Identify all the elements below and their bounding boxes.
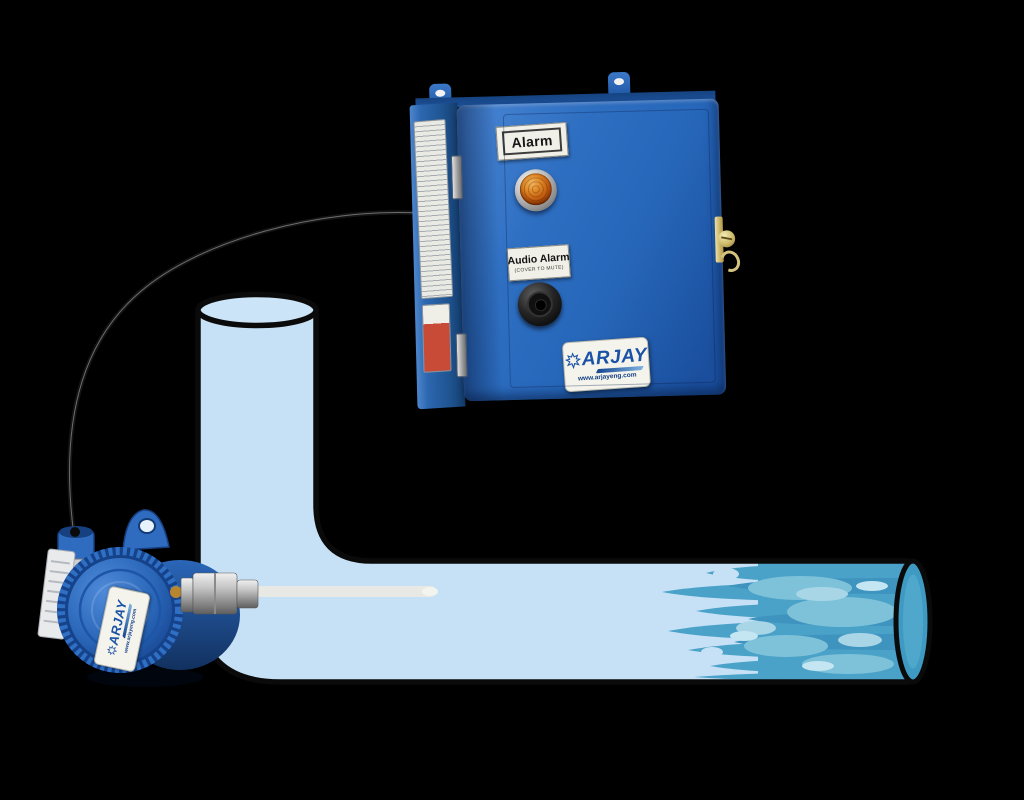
alarm-control-box: Alarm Audio Alarm (COVER TO MUTE) ARJAY	[408, 54, 763, 415]
door-hinge-top	[450, 155, 464, 200]
water-blob	[856, 581, 888, 591]
ear-hole	[138, 518, 156, 534]
audio-alarm-label: Audio Alarm (COVER TO MUTE)	[506, 244, 571, 282]
alarm-pilot-light	[514, 168, 558, 212]
audio-buzzer	[517, 281, 563, 327]
water-blob	[701, 647, 723, 657]
cable-highlight	[69, 212, 421, 537]
audio-alarm-text: Audio Alarm	[507, 251, 570, 268]
pipe-outline-inner	[313, 307, 912, 564]
level-sensor: ARJAY www.arjayeng.com	[30, 495, 270, 710]
alarm-label-text: Alarm	[501, 127, 563, 156]
mounting-hole	[613, 77, 625, 86]
cable-line	[67, 210, 421, 537]
probe-seal	[170, 586, 182, 598]
box-brand-name: ARJAY	[581, 344, 648, 371]
water-blob	[796, 587, 848, 601]
box-door: Alarm Audio Alarm (COVER TO MUTE) ARJAY	[456, 98, 727, 402]
brand-row: ARJAY	[564, 344, 648, 371]
cable-entry-hole	[70, 527, 80, 537]
latch-knob	[717, 230, 736, 248]
buzzer-ring	[526, 290, 554, 318]
buzzer-hole	[534, 299, 548, 312]
specification-label	[413, 118, 454, 300]
maple-leaf-icon	[106, 645, 118, 656]
pipe-top-opening	[195, 291, 319, 329]
gland-cylinder	[236, 579, 259, 609]
warning-label	[421, 303, 452, 373]
sensor-graphic	[37, 509, 259, 687]
sensor-probe	[254, 586, 436, 597]
box-brand-sticker: ARJAY www.arjayeng.com	[561, 336, 652, 393]
water-finger	[706, 563, 911, 583]
latch-slot	[721, 236, 733, 241]
water-blob	[713, 568, 739, 580]
pilot-light-lens	[519, 172, 553, 206]
water-blob	[787, 597, 897, 627]
audio-alarm-subtext: (COVER TO MUTE)	[514, 264, 564, 274]
pipe-end-water	[903, 574, 923, 669]
door-hinge-bottom	[455, 333, 468, 378]
water-blob	[802, 661, 834, 671]
probe-tip	[422, 587, 438, 596]
water-flow	[662, 563, 911, 681]
mounting-hole	[435, 89, 446, 97]
gland-washer	[180, 577, 194, 613]
sensor-brand-sticker: ARJAY www.arjayeng.com	[93, 585, 151, 673]
brand-swoosh	[595, 365, 644, 374]
cap-knurl-ridges	[57, 547, 183, 673]
alarm-label: Alarm	[495, 121, 569, 161]
water-blob	[838, 633, 882, 647]
box-brand-url: www.arjayeng.com	[577, 371, 637, 383]
maple-leaf-icon	[564, 352, 581, 370]
brand-row: ARJAY	[104, 599, 130, 657]
water-blob	[730, 631, 758, 641]
water-finger	[694, 672, 911, 681]
water-blob	[744, 635, 828, 657]
